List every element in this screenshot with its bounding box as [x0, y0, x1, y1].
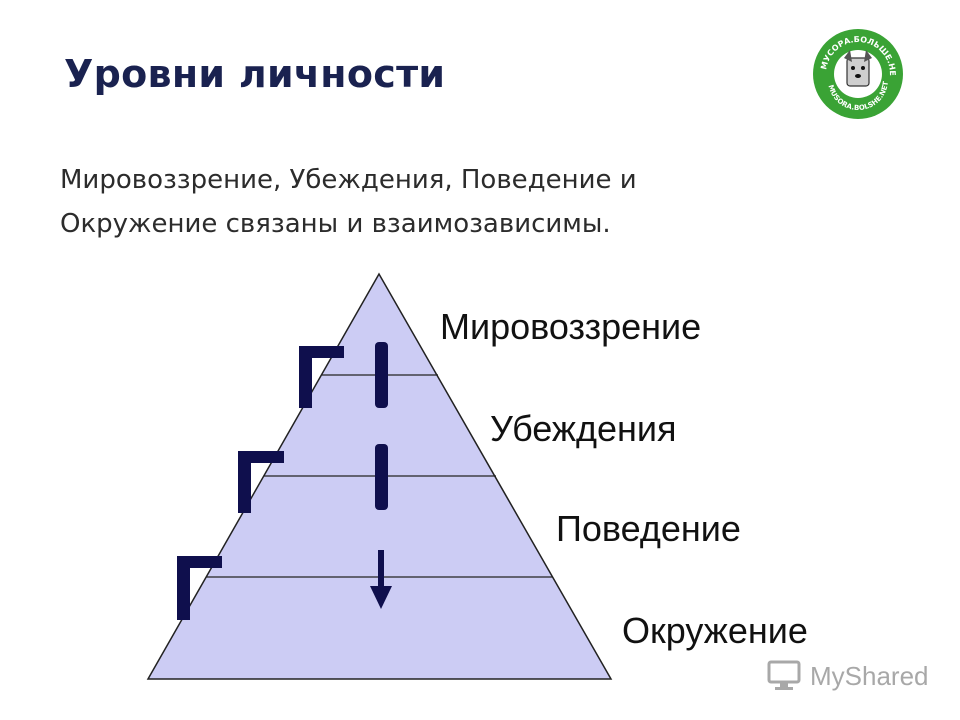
- monitor-icon: [767, 660, 801, 690]
- subtitle-line-2: Окружение связаны и взаимозависимы.: [60, 209, 611, 239]
- step-marker-2: [238, 451, 284, 513]
- watermark-text: MyShared: [810, 660, 929, 691]
- watermark: MyShared: [766, 656, 929, 696]
- level-label-beliefs: Убеждения: [490, 408, 677, 449]
- arrow-shaft: [378, 550, 384, 592]
- level-label-environment: Окружение: [622, 610, 808, 651]
- step-marker-3: [177, 556, 222, 620]
- logo: МУСОРА.БОЛЬШЕ.НЕТ MUSORA.BOLSHE.NET: [812, 28, 903, 119]
- level-label-worldview: Мировоззрение: [440, 306, 702, 347]
- page-title: Уровни личности: [64, 52, 446, 96]
- subtitle-line-1: Мировоззрение, Убеждения, Поведение и: [60, 165, 637, 195]
- subtitle: Мировоззрение, Убеждения, Поведение и Ок…: [60, 158, 840, 246]
- step-marker-1: [299, 346, 344, 408]
- arrow-head: [370, 586, 392, 609]
- level-label-behavior: Поведение: [556, 508, 741, 549]
- vertical-bar-2: [375, 444, 388, 510]
- vertical-bar-1: [375, 342, 388, 408]
